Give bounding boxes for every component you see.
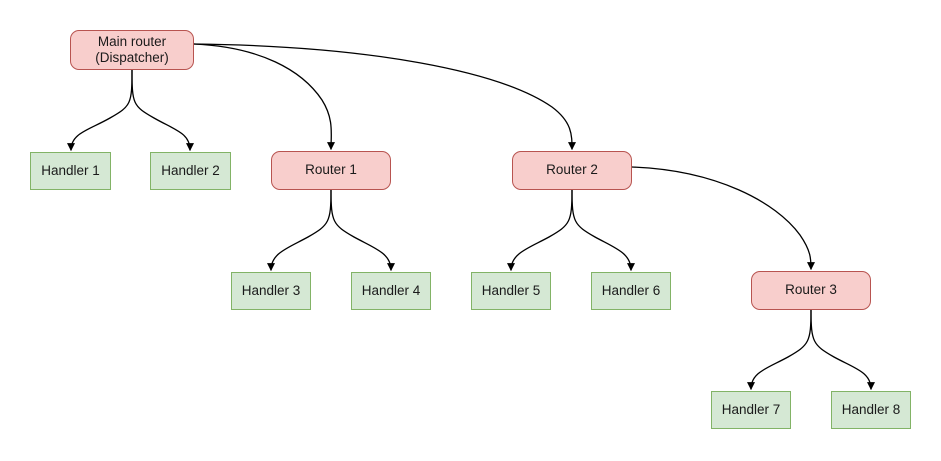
node-handler-3[interactable]: Handler 3 <box>231 272 311 310</box>
edge-main-to-handler-2 <box>131 69 195 152</box>
node-handler-6[interactable]: Handler 6 <box>591 272 671 310</box>
edge-router-2-to-handler-6 <box>571 189 636 272</box>
node-main-router[interactable]: Main router (Dispatcher) <box>70 30 194 70</box>
edge-router-3-to-handler-8 <box>810 309 876 391</box>
edge-router-1-to-handler-4 <box>330 189 396 272</box>
node-label-router-1: Router 1 <box>305 162 357 178</box>
node-handler-5[interactable]: Handler 5 <box>471 272 551 310</box>
node-label-handler-3: Handler 3 <box>241 282 301 298</box>
node-handler-4[interactable]: Handler 4 <box>351 272 431 310</box>
node-label-handler-1: Handler 1 <box>41 162 100 178</box>
node-label-handler-8: Handler 8 <box>841 401 901 417</box>
node-router-1[interactable]: Router 1 <box>271 151 391 190</box>
edge-router-1-to-handler-3 <box>266 189 332 272</box>
node-label-router-3: Router 3 <box>785 282 837 298</box>
node-label-handler-4: Handler 4 <box>361 282 421 298</box>
edge-router-2-to-router-3 <box>631 166 816 271</box>
node-label-handler-2: Handler 2 <box>161 162 220 178</box>
node-label-router-2: Router 2 <box>546 162 598 178</box>
edge-main-to-router-2 <box>193 43 577 151</box>
node-router-2[interactable]: Router 2 <box>512 151 632 190</box>
node-label-handler-5: Handler 5 <box>481 282 541 298</box>
edge-main-to-router-1 <box>193 43 336 151</box>
edge-router-3-to-handler-7 <box>746 309 812 391</box>
node-handler-8[interactable]: Handler 8 <box>831 391 911 429</box>
node-handler-1[interactable]: Handler 1 <box>30 152 111 190</box>
edge-router-2-to-handler-5 <box>506 189 573 272</box>
node-label-handler-6: Handler 6 <box>601 282 661 298</box>
node-handler-7[interactable]: Handler 7 <box>711 391 791 429</box>
edges-group <box>66 43 876 391</box>
node-label-handler-7: Handler 7 <box>721 401 781 417</box>
edge-main-to-handler-1 <box>66 69 133 152</box>
node-label-main-router: Main router (Dispatcher) <box>95 33 169 65</box>
node-router-3[interactable]: Router 3 <box>751 271 871 310</box>
node-handler-2[interactable]: Handler 2 <box>150 152 231 190</box>
